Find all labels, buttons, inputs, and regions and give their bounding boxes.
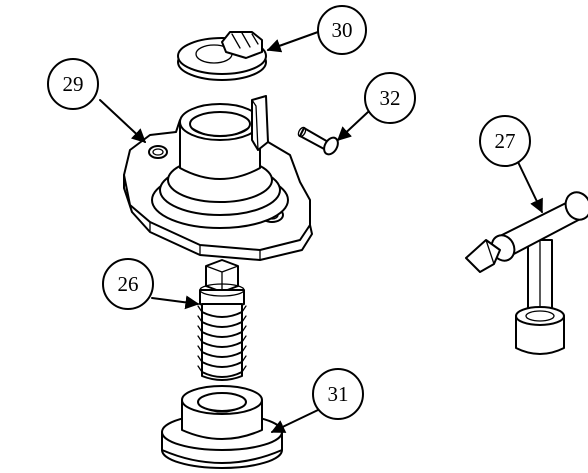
callout-leaders: [99, 31, 543, 433]
callout-31: 31: [312, 368, 364, 420]
part-31-bushing: [161, 385, 283, 469]
callout-27-label: 27: [495, 129, 516, 153]
callout-27: 27: [479, 115, 531, 167]
part-32-pin: [297, 126, 339, 156]
callout-29: 29: [47, 58, 99, 110]
callout-31-label: 31: [328, 382, 349, 406]
leader-27: [517, 161, 543, 214]
part-29-flanged-body: [123, 95, 313, 261]
callout-26: 26: [102, 258, 154, 310]
callout-30-label: 30: [332, 18, 353, 42]
callout-26-label: 26: [118, 272, 139, 296]
part-30-cap: [177, 31, 267, 81]
leader-32: [336, 111, 369, 141]
leader-29: [99, 99, 147, 143]
leader-30: [266, 31, 319, 53]
callout-32: 32: [364, 72, 416, 124]
leader-26: [151, 295, 200, 310]
leader-31: [270, 409, 319, 433]
callout-30: 30: [317, 5, 367, 55]
callout-32-label: 32: [380, 86, 401, 110]
part-27-t-handle-key: [465, 191, 588, 355]
part-26-threaded-stem: [197, 259, 247, 381]
callout-29-label: 29: [63, 72, 84, 96]
